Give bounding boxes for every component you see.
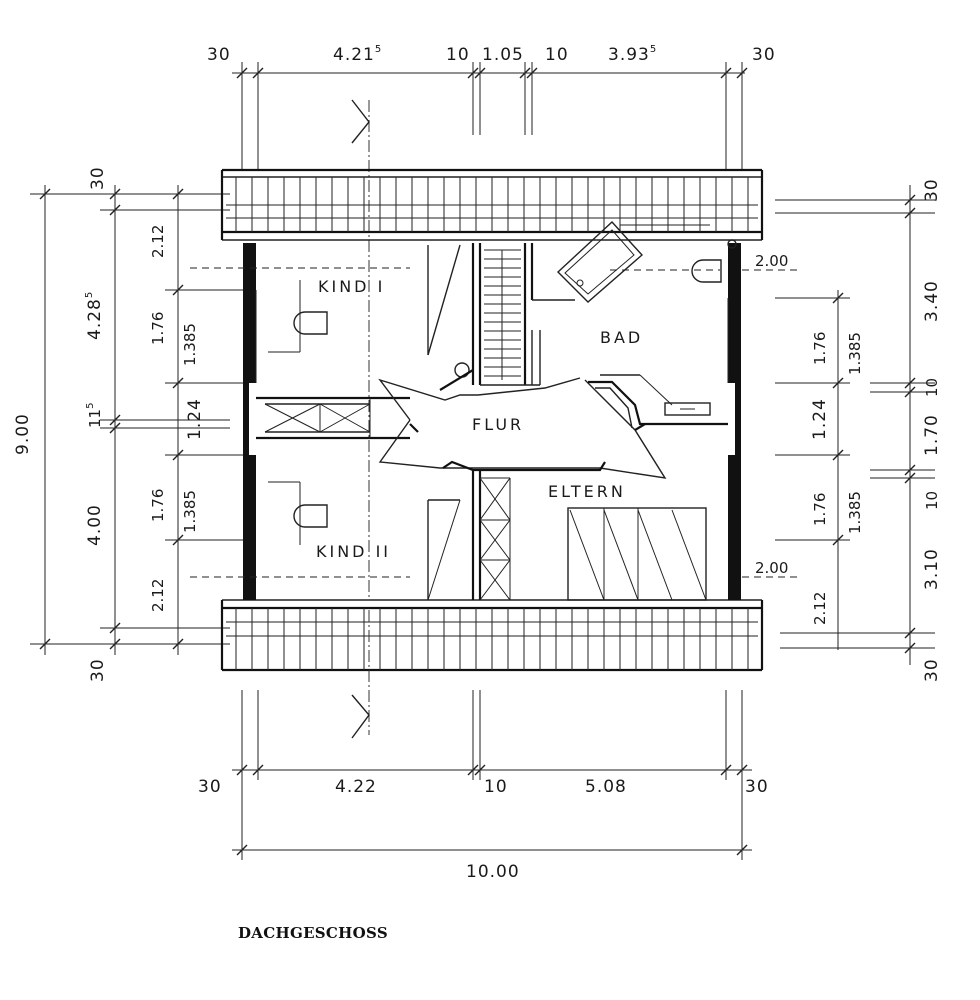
dim-right-w1: 1.76 (811, 332, 829, 365)
dim-left-h2: 1.385 (181, 490, 199, 533)
dim-right-w2: 1.24 (810, 398, 830, 440)
dim-left-top-30: 30 (88, 166, 108, 190)
bathtub (556, 221, 643, 303)
left-dimension-chains: 9.00 30 4.285 115 4.00 30 2.12 1.76 1.38… (13, 166, 245, 682)
room-label-flur: FLUR (472, 415, 524, 434)
dim-bottom-wall-10: 10 (484, 777, 508, 797)
dim-left-w2: 1.76 (149, 312, 167, 345)
dim-left-w4: 1.76 (149, 489, 167, 522)
section-marker-top (351, 99, 370, 600)
dim-bottom-total: 10.00 (466, 862, 520, 882)
dim-right-h1: 1.385 (846, 332, 864, 375)
wardrobe-middle (479, 477, 511, 601)
kind2-washbasin-icon (293, 504, 328, 528)
dim-left-w3: 1.24 (185, 398, 205, 440)
dim-left-h1: 1.385 (181, 323, 199, 366)
room-labels: KIND I BAD FLUR ELTERN KIND II (316, 277, 643, 561)
dim-top-stair-width: 1.05 (482, 45, 524, 65)
section-marker-bottom (351, 610, 370, 739)
room-label-kind1: KIND I (318, 277, 385, 296)
dim-top-bad-width: 3.935 (608, 44, 657, 65)
dim-right-h2: 1.385 (846, 491, 864, 534)
dim-left-wall-11: 115 (85, 403, 104, 428)
dim-left-kind2-depth: 4.00 (85, 504, 105, 546)
dim-right-eltern-depth: 3.10 (922, 548, 942, 590)
dim-bottom-30-right: 30 (745, 777, 769, 797)
dim-top-30-right: 30 (752, 45, 776, 65)
dim-top-wall-10a: 10 (446, 45, 470, 65)
dim-left-total: 9.00 (13, 413, 33, 455)
wardrobe-eltern (567, 507, 707, 601)
dim-right-wall-10b: 10 (923, 491, 941, 510)
dim-right-w4: 2.12 (811, 592, 829, 625)
staircase (484, 249, 521, 380)
dim-left-w5: 2.12 (149, 579, 167, 612)
wardrobe-left (264, 403, 371, 433)
top-dimension-chain: 30 4.215 10 1.05 10 3.935 30 (207, 44, 776, 170)
dim-right-bottom-30: 30 (922, 658, 942, 682)
room-label-kind2: KIND II (316, 542, 391, 561)
bottom-dimension-chains: 30 4.22 10 5.08 30 10.00 (198, 690, 769, 882)
dim-right-flur-depth: 1.70 (922, 414, 942, 456)
dim-top-30-left: 30 (207, 45, 231, 65)
level-mark-lower: 2.00 (755, 559, 788, 577)
dim-left-bottom-30: 30 (88, 658, 108, 682)
dim-top-kind1-width: 4.215 (333, 44, 382, 65)
dim-right-top-30: 30 (922, 178, 942, 202)
dim-right-bad-depth: 3.40 (922, 280, 942, 322)
dim-bottom-30-left: 30 (198, 777, 222, 797)
dim-left-kind1-depth: 4.285 (84, 291, 105, 340)
dim-bottom-kind-width: 4.22 (335, 777, 377, 797)
roof-tiles-bottom (226, 608, 758, 670)
dim-bottom-eltern-width: 5.08 (585, 777, 627, 797)
roof-tiles-top (226, 177, 758, 232)
bad-toilet-icon (691, 259, 722, 283)
plan-title: DACHGESCHOSS (238, 924, 388, 942)
dim-top-wall-10b: 10 (545, 45, 569, 65)
dim-right-w3: 1.76 (811, 493, 829, 526)
room-label-eltern: ELTERN (548, 482, 626, 501)
dim-left-w1: 2.12 (149, 225, 167, 258)
kind1-washbasin-icon (293, 311, 328, 335)
level-mark-upper: 2.00 (755, 252, 788, 270)
building-outline (190, 168, 764, 672)
room-label-bad: BAD (600, 328, 643, 347)
dim-right-wall-10a: 10 (923, 378, 941, 397)
right-dimension-chains: 30 3.40 10 1.70 10 3.10 30 1.76 1.385 1.… (742, 178, 942, 682)
